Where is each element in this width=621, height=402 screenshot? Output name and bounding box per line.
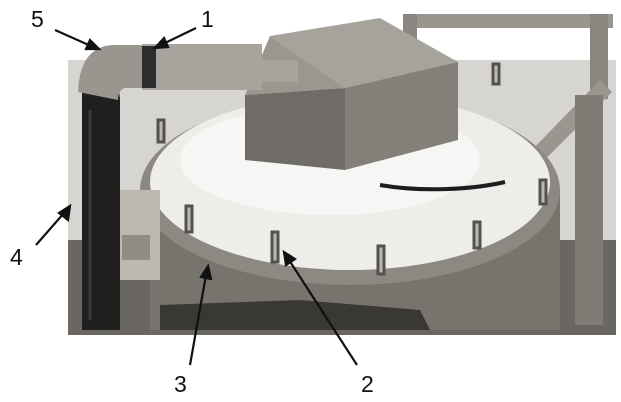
pipe-assembly — [78, 44, 298, 100]
callout-leaders — [35, 27, 358, 366]
callout-5: 5 — [31, 6, 44, 32]
hose — [82, 65, 120, 330]
callout-3: 3 — [174, 371, 187, 397]
cable — [379, 180, 506, 192]
callout-1: 1 — [201, 6, 214, 32]
control-box — [245, 18, 458, 170]
pipe-coupling-ring — [142, 46, 156, 88]
callout-2: 2 — [361, 371, 374, 397]
callout-4: 4 — [10, 244, 23, 270]
junction-box — [115, 190, 160, 280]
